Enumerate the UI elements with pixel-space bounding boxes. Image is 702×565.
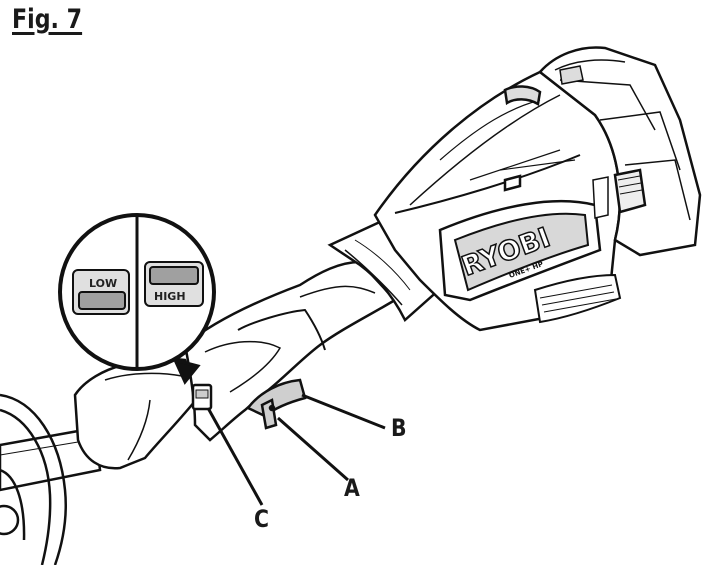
inset-pointer [172, 357, 201, 385]
callout-c: C [254, 505, 269, 533]
neck [327, 213, 452, 323]
battery-pack [538, 46, 702, 257]
leader-line-c [206, 407, 264, 506]
switch-low-label: LOW [89, 277, 117, 290]
switch-high-label: HIGH [154, 290, 186, 303]
handle-body [183, 260, 397, 442]
figure-title: Fig. 7 [12, 4, 83, 35]
brand-panel: RYOBI ONE+ HP [438, 199, 622, 324]
trimmer-shaft [0, 426, 102, 492]
switch-low-panel [72, 269, 130, 315]
leader-line-b [301, 393, 386, 430]
leader-lines [172, 357, 386, 506]
callout-b: B [391, 414, 407, 442]
switch-high-panel [144, 261, 204, 307]
leader-line-a [277, 416, 349, 482]
callout-a: A [344, 474, 360, 502]
guard-wheel [0, 393, 68, 565]
inset-magnifier: LOW HIGH [58, 213, 216, 371]
trigger-assembly [191, 378, 307, 430]
